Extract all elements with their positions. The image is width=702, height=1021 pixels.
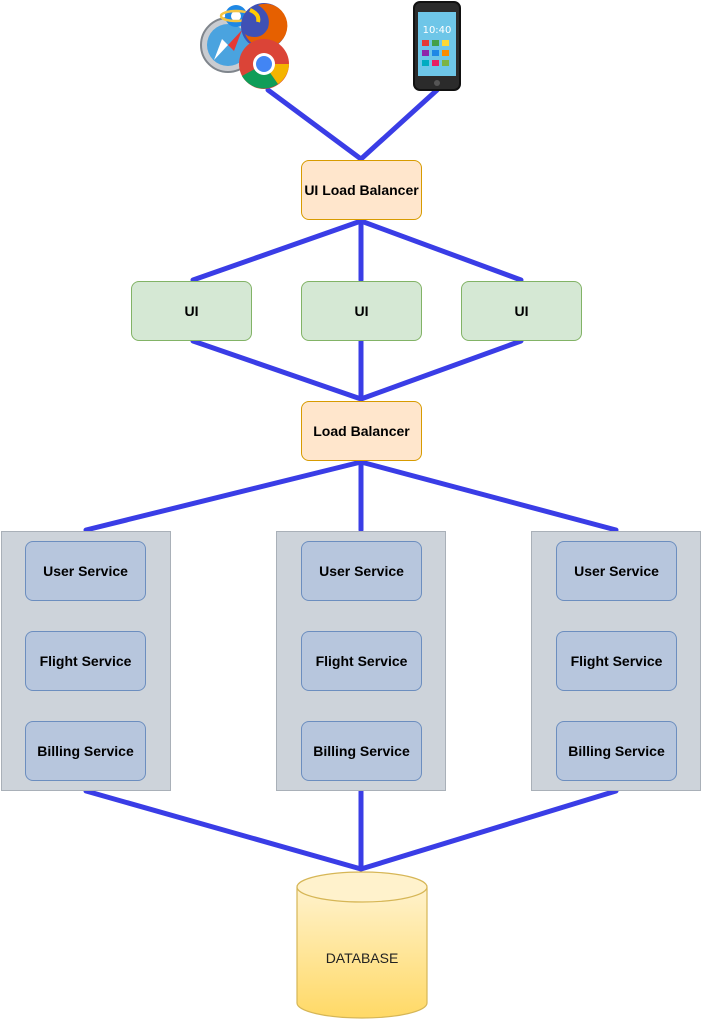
ui-node: UI bbox=[301, 281, 422, 341]
service-label: Billing Service bbox=[37, 743, 134, 759]
service-label: Flight Service bbox=[570, 653, 663, 669]
connector-group-1-to-db bbox=[83, 788, 364, 872]
connector-mobile-to-ui-lb bbox=[358, 87, 440, 162]
firefox-icon bbox=[241, 3, 288, 49]
ui-load-balancer-node: UI Load Balancer bbox=[301, 160, 422, 220]
database-label: DATABASE bbox=[325, 950, 399, 966]
user-service-node: User Service bbox=[301, 541, 422, 601]
service-label: User Service bbox=[319, 563, 404, 579]
billing-service-node: Billing Service bbox=[301, 721, 422, 781]
service-label: User Service bbox=[43, 563, 128, 579]
phone-clock: 10:40 bbox=[423, 25, 452, 36]
flight-service-node: Flight Service bbox=[556, 631, 677, 691]
ui-node-label: UI bbox=[354, 303, 369, 319]
ui-node: UI bbox=[461, 281, 582, 341]
connector-ui-lb-to-ui-1 bbox=[190, 218, 364, 283]
service-label: Billing Service bbox=[313, 743, 410, 759]
database-cylinder bbox=[296, 871, 428, 1019]
browser-icons bbox=[200, 3, 289, 89]
user-service-node: User Service bbox=[556, 541, 677, 601]
service-label: Flight Service bbox=[315, 653, 408, 669]
load-balancer-node: Load Balancer bbox=[301, 401, 422, 461]
service-label: Flight Service bbox=[39, 653, 132, 669]
connector-ui-3-to-lb bbox=[358, 338, 524, 402]
flight-service-node: Flight Service bbox=[25, 631, 146, 691]
ui-node-label: UI bbox=[184, 303, 199, 319]
connector-group-3-to-db bbox=[358, 788, 619, 872]
connector-lb-to-group-1 bbox=[83, 459, 364, 533]
service-label: User Service bbox=[574, 563, 659, 579]
billing-service-node: Billing Service bbox=[25, 721, 146, 781]
load-balancer-label: Load Balancer bbox=[313, 423, 410, 439]
ui-node: UI bbox=[131, 281, 252, 341]
connector-ui-lb-to-ui-3 bbox=[358, 218, 524, 283]
flight-service-node: Flight Service bbox=[301, 631, 422, 691]
connector-lb-to-group-3 bbox=[358, 459, 619, 533]
connector-ui-1-to-lb bbox=[190, 338, 364, 402]
ui-node-label: UI bbox=[514, 303, 529, 319]
connector-browser-to-ui-lb bbox=[265, 87, 364, 162]
chrome-icon bbox=[239, 39, 289, 89]
user-service-node: User Service bbox=[25, 541, 146, 601]
smartphone-icon: 10:40 bbox=[413, 1, 461, 91]
billing-service-node: Billing Service bbox=[556, 721, 677, 781]
ui-load-balancer-label: UI Load Balancer bbox=[304, 182, 419, 198]
service-label: Billing Service bbox=[568, 743, 665, 759]
